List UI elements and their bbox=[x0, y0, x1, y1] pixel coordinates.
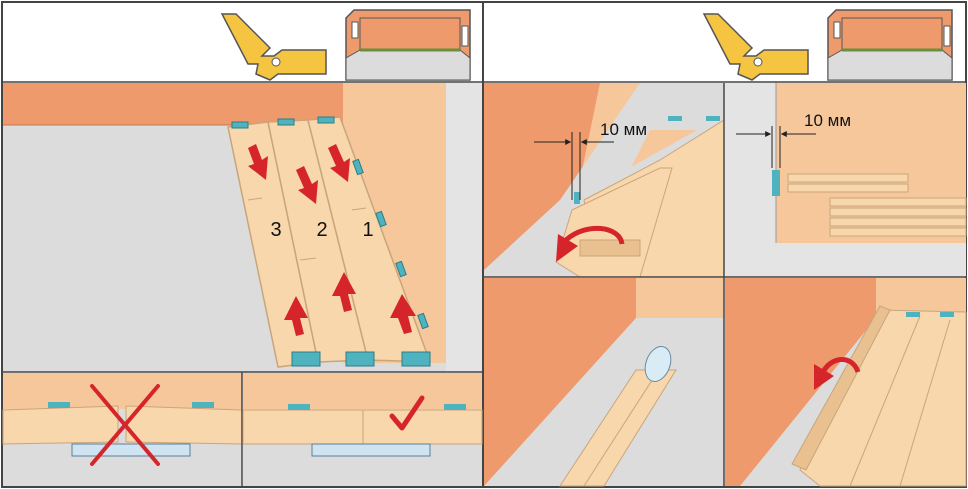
room-corner-icon bbox=[827, 9, 953, 81]
gap-install-panel: 10 мм bbox=[484, 83, 725, 278]
arrow-icon bbox=[332, 272, 356, 312]
row-number-2: 2 bbox=[316, 219, 327, 241]
left-header-strip bbox=[2, 9, 483, 83]
left-main-panel: 3 2 1 bbox=[3, 83, 482, 372]
direction-arrows bbox=[248, 144, 416, 336]
gap-wall-panel: 10 мм bbox=[723, 83, 967, 277]
room-corner-icon bbox=[345, 9, 471, 81]
wrong-joint-panel bbox=[2, 371, 483, 486]
right-header-strip bbox=[483, 9, 966, 83]
lock-joint-icon bbox=[220, 13, 327, 81]
row-number-1: 1 bbox=[362, 219, 373, 241]
rotate-arrow-icon bbox=[564, 225, 625, 245]
cross-mark-icon bbox=[90, 384, 160, 466]
arrow-icon bbox=[328, 144, 350, 182]
last-row-panel bbox=[723, 277, 967, 487]
lock-joint-icon bbox=[702, 13, 809, 81]
rotate-arrow-icon bbox=[819, 357, 861, 376]
spacer-wedges bbox=[231, 116, 431, 367]
check-mark-icon bbox=[389, 395, 425, 431]
saw-blade-icon bbox=[644, 346, 672, 382]
arrow-icon bbox=[390, 294, 416, 334]
gap-label-right: 10 мм bbox=[804, 111, 851, 130]
arrow-icon bbox=[248, 144, 268, 180]
correct-joint-panel bbox=[241, 372, 483, 487]
row-number-3: 3 bbox=[270, 219, 281, 241]
arrow-icon bbox=[296, 166, 318, 204]
arrow-icon bbox=[284, 296, 308, 336]
gap-label-left: 10 мм bbox=[600, 120, 647, 139]
